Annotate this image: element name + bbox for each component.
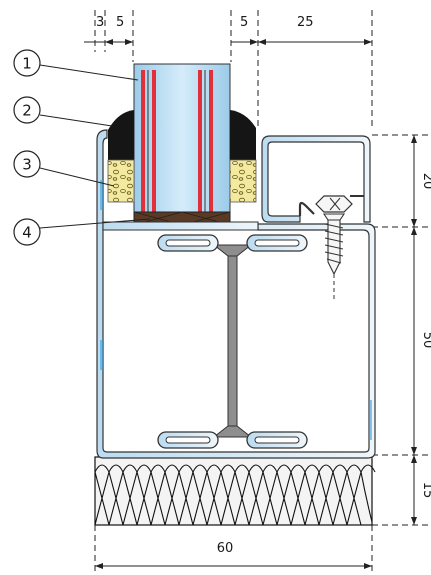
main-profile <box>96 129 376 459</box>
sealant-fill <box>107 159 257 203</box>
glass-rail <box>102 221 259 231</box>
black-seals <box>108 110 256 160</box>
spacer-strip <box>209 70 213 212</box>
svg-text:2: 2 <box>22 102 32 120</box>
glazing-unit <box>133 63 231 213</box>
dim-label-50: 50 <box>420 332 431 349</box>
upper-clips <box>157 234 308 252</box>
dim-label-5-right: 5 <box>240 15 248 30</box>
cover-box-profile <box>261 135 371 223</box>
steel-beam <box>212 244 253 438</box>
dim-label-20: 20 <box>420 173 431 190</box>
spacer-strip <box>198 70 202 212</box>
callout-3: 3 <box>13 150 115 187</box>
dim-label-60: 60 <box>217 541 234 556</box>
svg-text:1: 1 <box>22 55 32 73</box>
bottom-dimension-arrows <box>95 563 372 569</box>
top-dimension-arrows <box>105 39 372 45</box>
dim-label-15: 15 <box>420 482 431 499</box>
bottom-dimension-lines <box>94 525 373 575</box>
svg-text:4: 4 <box>22 224 32 242</box>
callout-1: 1 <box>13 49 139 81</box>
dim-label-25: 25 <box>297 15 314 30</box>
right-dimension-lines <box>372 134 431 526</box>
screw-icon <box>315 195 353 300</box>
right-dimension-arrows <box>411 135 417 525</box>
lower-clips <box>157 431 308 449</box>
callout-2: 2 <box>13 96 113 127</box>
dim-label-3: 3 <box>96 15 104 30</box>
insulation-layer <box>94 456 376 526</box>
spacer-strip <box>152 70 156 212</box>
dim-label-5-left: 5 <box>116 15 124 30</box>
callout-4: 4 <box>13 218 151 246</box>
spacer-strip <box>141 70 145 212</box>
svg-text:3: 3 <box>22 156 32 174</box>
